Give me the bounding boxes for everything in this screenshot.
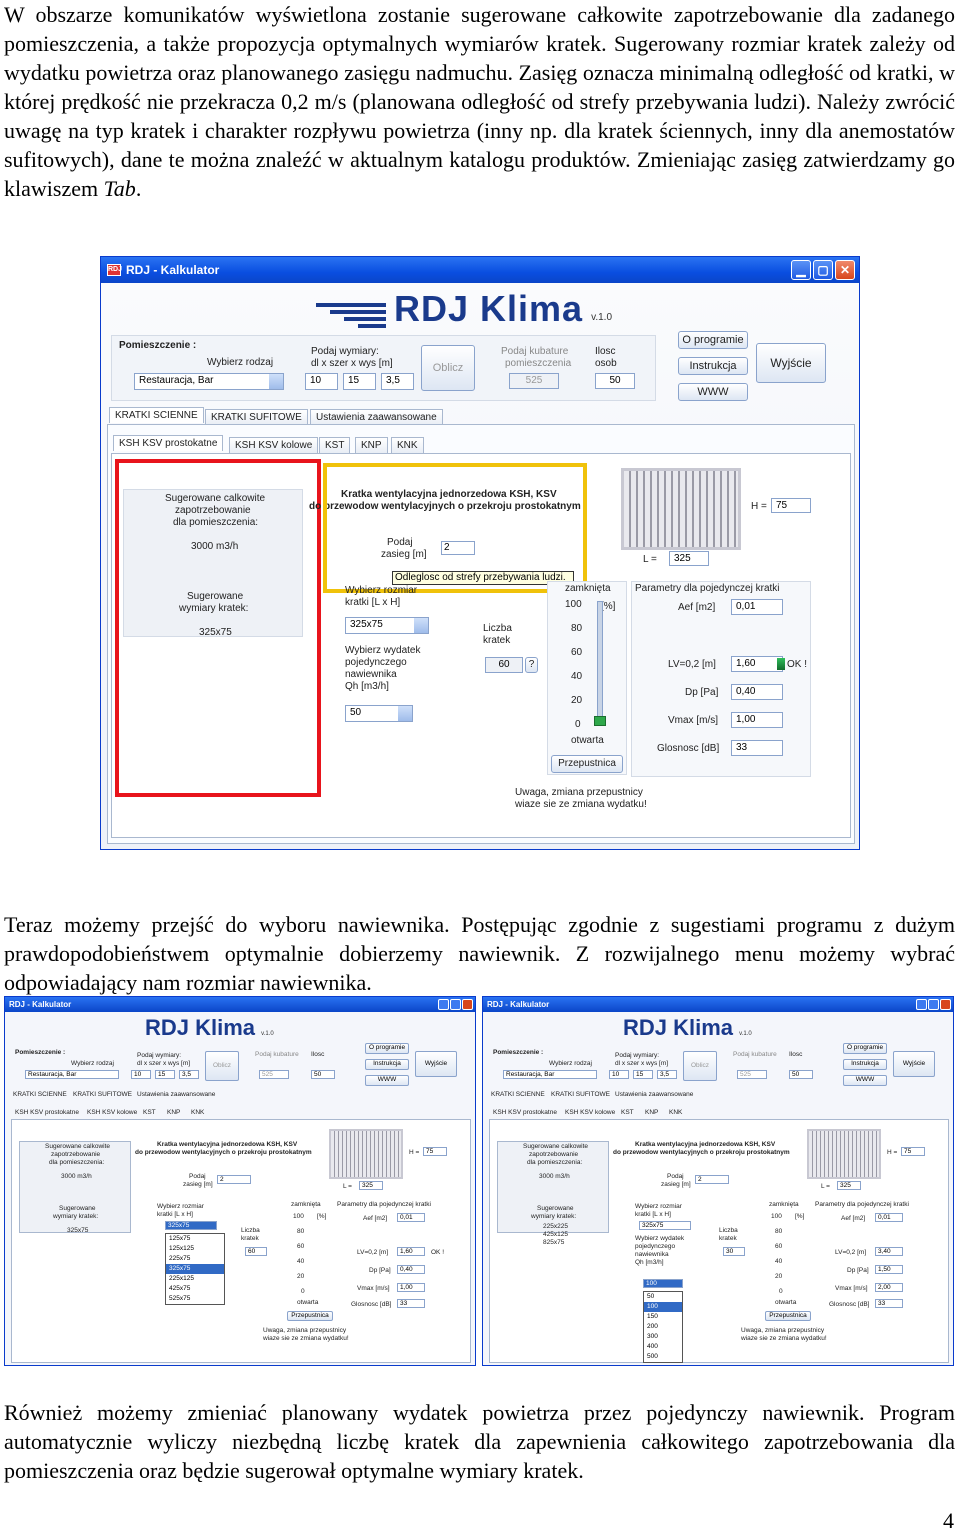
minimize-icon[interactable] xyxy=(438,999,449,1010)
damper-group xyxy=(547,581,627,775)
calculate-button[interactable]: Oblicz xyxy=(421,345,475,391)
app-window-thumb-right: RDJ - Kalkulator RDJ Klima v.1.0 Pomiesz… xyxy=(482,996,954,1366)
messages-area xyxy=(123,489,303,637)
l-value-box: 325 xyxy=(669,551,709,566)
window-titlebar: RDJ RDJ - Kalkulator ▁ ▢ ✕ xyxy=(101,257,859,283)
persons-input[interactable]: 50 xyxy=(595,373,635,389)
grille-size-select[interactable]: 325x75 xyxy=(165,1221,217,1230)
brand-logo: RDJ Klima v.1.0 xyxy=(145,1015,274,1040)
range-tooltip: Odleglosc od strefy przebywania ludzi. xyxy=(392,571,574,585)
room-width-input[interactable]: 15 xyxy=(343,373,376,390)
paragraph-intro: W obszarze komunikatów wyświetlona zosta… xyxy=(4,2,955,201)
grille-count-value: 60 xyxy=(485,657,523,673)
param-vmax-value: 1,00 xyxy=(731,712,783,728)
room-group xyxy=(111,335,656,401)
room-type-select[interactable]: Restauracja, Bar xyxy=(25,1070,119,1079)
window-title: RDJ - Kalkulator xyxy=(126,263,220,277)
room-height-input[interactable]: 3,5 xyxy=(381,373,414,390)
page-number: 4 xyxy=(943,1508,954,1533)
tab-advanced-settings[interactable]: Ustawienia zaawansowane xyxy=(310,409,443,425)
close-icon[interactable]: ✕ xyxy=(835,260,855,280)
subtab-ksh-ksv-rect[interactable]: KSH KSV prostokatne xyxy=(113,435,224,451)
app-body: RDJ Klima v.1.0 Pomieszczenie : Wybierz … xyxy=(101,283,859,849)
flow-select[interactable]: 100 xyxy=(643,1279,683,1288)
paragraph-select-diffuser: Teraz możemy przejść do wyboru nawiewnik… xyxy=(4,912,955,995)
minimize-icon[interactable] xyxy=(916,999,927,1010)
www-button[interactable]: WWW xyxy=(365,1075,409,1086)
maximize-icon[interactable] xyxy=(450,999,461,1010)
room-volume-input[interactable]: 525 xyxy=(509,373,559,389)
maximize-icon[interactable]: ▢ xyxy=(813,260,833,280)
logo-wings-icon xyxy=(316,299,386,328)
damper-slider[interactable] xyxy=(597,601,603,723)
close-icon[interactable] xyxy=(940,999,951,1010)
help-button[interactable]: Instrukcja xyxy=(678,357,748,375)
damper-button[interactable]: Przepustnica xyxy=(551,755,623,773)
app-window-thumb-left: RDJ - Kalkulator RDJ Klima v.1.0 Pomiesz… xyxy=(4,996,476,1366)
help-question-button[interactable]: ? xyxy=(525,657,538,673)
damper-slider-handle[interactable] xyxy=(594,716,606,726)
param-noise-value: 33 xyxy=(731,740,783,756)
param-lv-value: 1,60 xyxy=(731,656,783,672)
subtab-knp[interactable]: KNP xyxy=(355,437,388,453)
subtab-ksh-ksv-round[interactable]: KSH KSV kolowe xyxy=(229,437,319,453)
about-button[interactable]: O programie xyxy=(365,1043,409,1054)
grille-image xyxy=(621,468,741,550)
status-ok-label: OK ! xyxy=(787,659,808,670)
about-button[interactable]: O programie xyxy=(678,331,748,349)
param-dp-value: 0,40 xyxy=(731,684,783,700)
maximize-icon[interactable] xyxy=(928,999,939,1010)
status-ok-indicator xyxy=(777,658,785,670)
room-type-select[interactable]: Restauracja, Bar xyxy=(134,373,284,390)
brand-logo: RDJ Klima v.1.0 xyxy=(316,291,612,328)
help-button[interactable]: Instrukcja xyxy=(365,1059,409,1070)
param-aef-value: 0,01 xyxy=(731,599,783,615)
grille-size-select[interactable]: 325x75 xyxy=(345,617,429,634)
h-value-box: 75 xyxy=(771,498,811,513)
calculate-button[interactable]: Oblicz xyxy=(205,1051,239,1081)
www-button[interactable]: WWW xyxy=(678,383,748,401)
grille-size-dropdown[interactable]: 125x75 125x125 225x75 325x75 225x125 425… xyxy=(165,1233,225,1305)
flow-select[interactable]: 50 xyxy=(345,705,413,722)
messages-area xyxy=(19,1141,131,1233)
brand-logo: RDJ Klima v.1.0 xyxy=(623,1015,752,1040)
exit-button[interactable]: Wyjście xyxy=(756,343,826,383)
total-demand-value: 3000 m3/h xyxy=(191,541,239,552)
tab-kratki-scienne[interactable]: KRATKI SCIENNE xyxy=(109,407,204,423)
room-length-input[interactable]: 10 xyxy=(305,373,338,390)
subtab-kst[interactable]: KST xyxy=(319,437,351,453)
highlight-red-messages xyxy=(115,459,321,797)
close-icon[interactable] xyxy=(462,999,473,1010)
highlight-yellow-range xyxy=(323,463,587,593)
range-input[interactable]: 2 xyxy=(441,541,475,555)
exit-button[interactable]: Wyjście xyxy=(415,1051,457,1077)
subtab-knk[interactable]: KNK xyxy=(391,437,424,453)
app-window-main: RDJ RDJ - Kalkulator ▁ ▢ ✕ RDJ Klima v.1… xyxy=(100,256,860,850)
flow-dropdown[interactable]: 50 100 150 200 300 400 500 xyxy=(643,1291,683,1363)
paragraph-change-flow: Również możemy zmieniać planowany wydate… xyxy=(4,1400,955,1483)
suggested-dims-value: 325x75 xyxy=(199,627,232,638)
app-icon: RDJ xyxy=(107,264,122,276)
minimize-icon[interactable]: ▁ xyxy=(791,260,811,280)
grille-image xyxy=(329,1129,403,1179)
tab-kratki-sufitowe[interactable]: KRATKI SUFITOWE xyxy=(205,409,308,425)
